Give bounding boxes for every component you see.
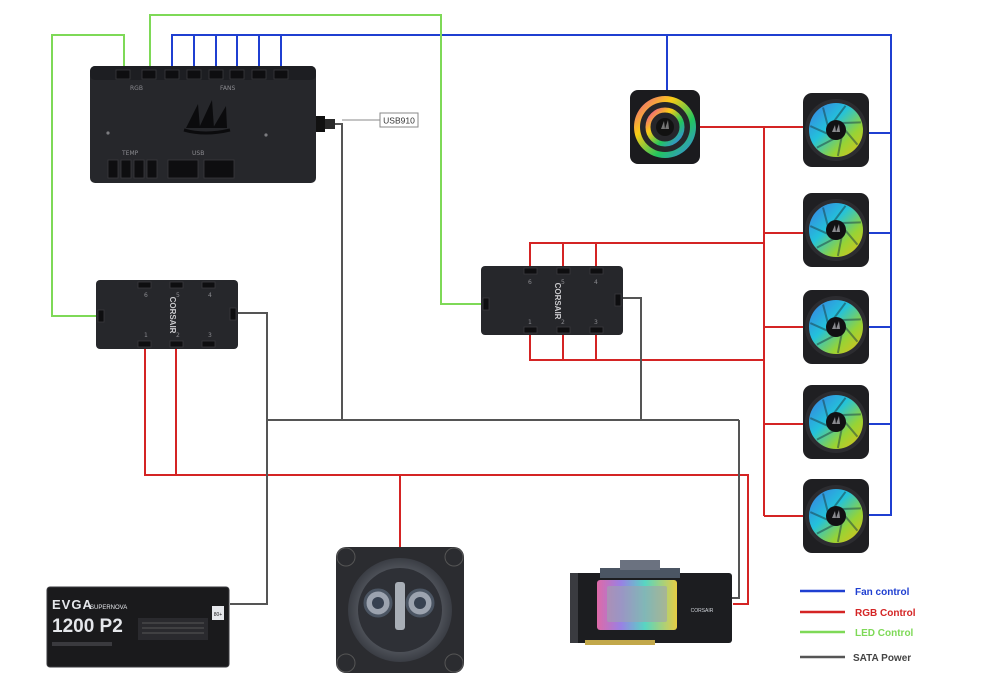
legend-item: RGB Control xyxy=(800,608,916,619)
gpu-brand: CORSAIR xyxy=(691,608,714,614)
sata-power-wires xyxy=(230,123,740,605)
hub-left-port-5: 5 xyxy=(176,292,180,299)
hub-right-port-1: 1 xyxy=(528,319,532,326)
psu-model: 1200 P2 xyxy=(52,616,123,637)
fan-control-wires xyxy=(171,34,892,516)
commander-pro-controller: RGB FANS TEMP USB xyxy=(90,66,335,183)
ml120-rgb-fan xyxy=(803,385,869,459)
hub-left-port-1: 1 xyxy=(144,332,148,339)
commander-usb-label: USB xyxy=(192,150,204,157)
hub-right-port-5: 5 xyxy=(561,279,565,286)
commander-top-ports xyxy=(115,69,289,80)
ml120-rgb-fan xyxy=(803,290,869,364)
psu-brand: EVGA xyxy=(52,597,93,612)
commander-temp-label: TEMP xyxy=(121,150,139,157)
hub-left-port-2: 2 xyxy=(176,332,180,339)
legend-label: SATA Power xyxy=(853,653,911,664)
ml120-rgb-fan xyxy=(803,193,869,267)
gpu-with-water-block: CORSAIR xyxy=(570,560,732,645)
legend-item: LED Control xyxy=(800,628,914,639)
hub-right-port-3: 3 xyxy=(594,319,598,326)
hub-left-port-6: 6 xyxy=(144,292,148,299)
hub-left-port-4: 4 xyxy=(208,292,212,299)
commander-bottom-ports xyxy=(107,159,235,179)
hub-right-port-2: 2 xyxy=(561,319,565,326)
hub-right-brand: CORSAIR xyxy=(553,283,562,320)
legend-label: Fan control xyxy=(855,587,910,598)
evga-power-supply: EVGA SUPERNOVA 1200 P2 80+ xyxy=(46,586,230,668)
rgb-control-wires xyxy=(144,126,807,605)
ll120-rgb-fan xyxy=(630,90,700,164)
psu-series: SUPERNOVA xyxy=(90,605,127,611)
hub-left-brand: CORSAIR xyxy=(168,297,177,334)
rgb-hub-right: 6 5 4 1 2 3 CORSAIR xyxy=(481,266,623,335)
commander-fans-label: FANS xyxy=(220,85,235,92)
usb-tag: USB910 xyxy=(342,112,419,128)
legend-label: LED Control xyxy=(855,628,914,639)
psu-80plus-badge: 80+ xyxy=(214,612,223,618)
usb-tag-label: USB910 xyxy=(383,116,415,126)
rgb-hub-left: 6 5 4 1 2 3 CORSAIR xyxy=(96,280,238,349)
usb-cable-plug xyxy=(316,116,325,132)
ml120-fan-stack xyxy=(803,93,869,553)
hub-right-port-4: 4 xyxy=(594,279,598,286)
commander-rgb-label: RGB xyxy=(130,85,143,92)
legend-item: SATA Power xyxy=(800,653,911,664)
hub-left-port-3: 3 xyxy=(208,332,212,339)
cpu-water-block xyxy=(336,547,464,673)
legend-label: RGB Control xyxy=(855,608,916,619)
ml120-rgb-fan xyxy=(803,93,869,167)
led-control-wires xyxy=(51,14,484,317)
legend-item: Fan control xyxy=(800,587,910,598)
ml120-rgb-fan xyxy=(803,479,869,553)
corsair-sails-icon xyxy=(183,100,231,135)
hub-right-port-6: 6 xyxy=(528,279,532,286)
